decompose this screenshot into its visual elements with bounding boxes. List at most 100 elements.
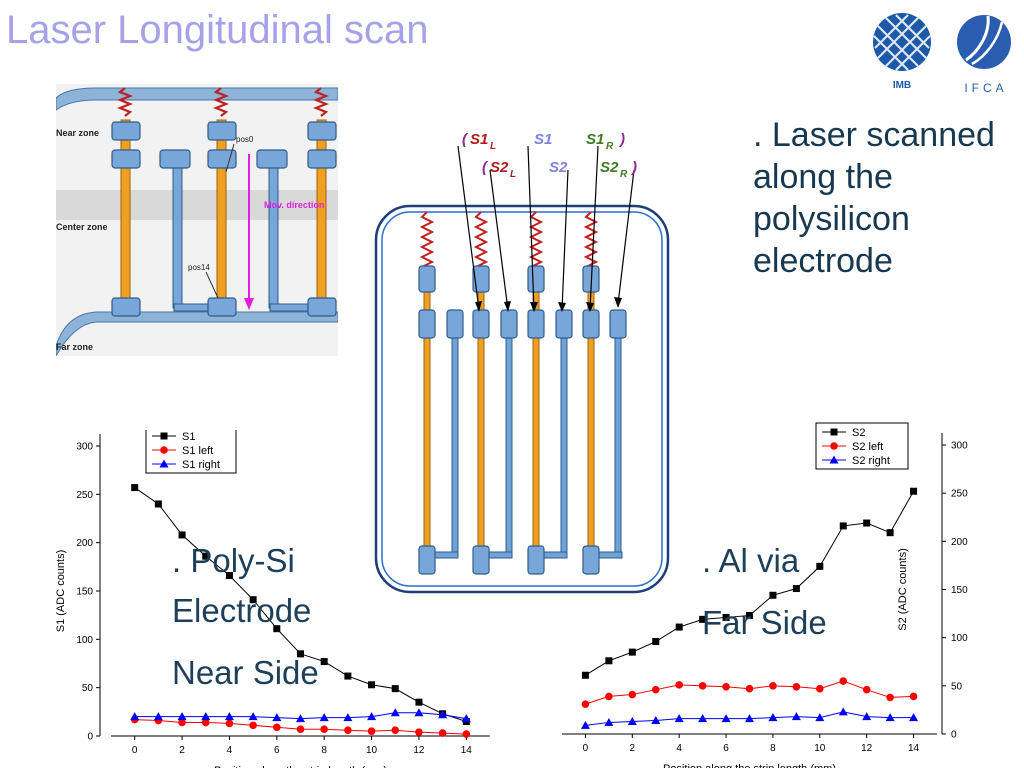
label-s1r-sub: R	[606, 141, 614, 152]
y-tick-label: 200	[76, 538, 93, 549]
data-point	[746, 612, 753, 620]
data-point	[816, 562, 824, 570]
x-tick-label: 2	[179, 745, 185, 756]
data-point	[792, 585, 800, 593]
data-point	[461, 714, 471, 723]
data-point	[815, 713, 825, 722]
data-point	[368, 681, 376, 689]
data-point	[249, 596, 257, 604]
x-axis-label: Position along the strip length (mm)	[663, 763, 836, 768]
x-tick-label: 4	[227, 745, 233, 756]
data-point	[391, 726, 400, 734]
data-point	[886, 693, 894, 702]
x-axis-label: Position along the strip length (mm)	[214, 765, 387, 768]
data-point	[344, 672, 352, 680]
data-point	[862, 685, 871, 694]
data-point	[414, 708, 424, 717]
legend: S2 S2 left S2 right	[815, 422, 909, 470]
data-point	[675, 623, 683, 631]
data-point	[131, 484, 139, 492]
data-point	[320, 658, 328, 666]
pos0-label: pos0	[236, 135, 254, 144]
data-point	[273, 625, 281, 633]
polysi-line-1: . Poly-Si	[172, 542, 295, 579]
data-point	[722, 613, 730, 621]
series-s1	[131, 484, 470, 725]
legend-label: S2	[852, 427, 865, 439]
paren-close-2: )	[630, 159, 637, 176]
legend-marker	[160, 432, 168, 440]
y-axis-label: S2 (ADC counts)	[897, 548, 909, 631]
data-point	[605, 692, 613, 701]
data-point	[792, 682, 801, 691]
legend-label: S2 right	[852, 455, 890, 467]
data-point	[886, 529, 894, 537]
paren-open-2: (	[482, 159, 489, 176]
x-tick-label: 6	[274, 745, 280, 756]
data-point	[910, 487, 918, 495]
label-s1l: S1	[470, 131, 488, 148]
data-point	[581, 671, 589, 679]
data-point	[651, 685, 660, 694]
data-point	[201, 718, 210, 727]
data-point	[652, 638, 660, 646]
x-tick-label: 10	[814, 743, 826, 754]
data-point	[415, 698, 423, 706]
series-s2-right	[580, 707, 919, 729]
y-tick-label: 250	[76, 490, 93, 501]
legend-label: S1 left	[182, 445, 213, 457]
data-point	[178, 531, 186, 539]
data-point	[224, 712, 234, 721]
laser-bullet-line-3: polysilicon	[753, 200, 910, 238]
x-tick-label: 12	[861, 743, 873, 754]
y-tick-label: 150	[76, 587, 93, 598]
data-point	[248, 712, 258, 721]
y-tick-label: 0	[87, 732, 93, 743]
data-point	[745, 684, 754, 693]
data-point	[297, 650, 304, 658]
series-s1-left	[130, 715, 471, 738]
data-point	[862, 712, 872, 721]
data-point	[391, 685, 399, 693]
y-tick-label: 150	[951, 585, 968, 596]
svg-text:IMB: IMB	[893, 80, 911, 91]
data-point	[438, 729, 447, 737]
laser-bullet-line-4: electrode	[753, 242, 893, 280]
x-tick-label: 14	[908, 743, 920, 754]
x-tick-label: 8	[770, 743, 776, 754]
data-point	[344, 726, 352, 734]
legend-marker	[829, 455, 839, 464]
data-point	[202, 552, 210, 560]
label-s1: S1	[534, 131, 552, 148]
data-point	[343, 713, 353, 722]
al-line-1: . Al via	[702, 542, 800, 579]
data-point	[674, 714, 684, 723]
data-point	[462, 730, 471, 738]
data-point	[319, 713, 329, 722]
y-tick-label: 200	[951, 537, 968, 548]
data-point	[367, 712, 377, 721]
laser-bullet: . Laser scanned along the polysilicon el…	[753, 114, 995, 282]
data-point	[722, 682, 730, 691]
x-tick-label: 14	[461, 745, 473, 756]
data-point	[201, 712, 211, 721]
data-point	[415, 728, 423, 736]
center-zone-label: Center zone	[56, 222, 108, 232]
x-tick-label: 0	[583, 743, 589, 754]
data-point	[296, 725, 305, 734]
data-point	[745, 714, 754, 723]
data-point	[698, 714, 708, 723]
electrode-diagram: ( S1 L S1 S1 R ) ( S2 L S2 S2 R )	[374, 131, 670, 594]
x-tick-label: 10	[366, 745, 378, 756]
series-s2	[581, 487, 918, 679]
legend-label: S2 left	[852, 441, 883, 453]
pos14-label: pos14	[188, 263, 210, 272]
data-point	[225, 719, 234, 728]
label-s2l: S2	[490, 159, 509, 176]
legend-marker	[160, 446, 168, 454]
paren-open-1: (	[462, 131, 469, 148]
data-point	[390, 708, 400, 717]
